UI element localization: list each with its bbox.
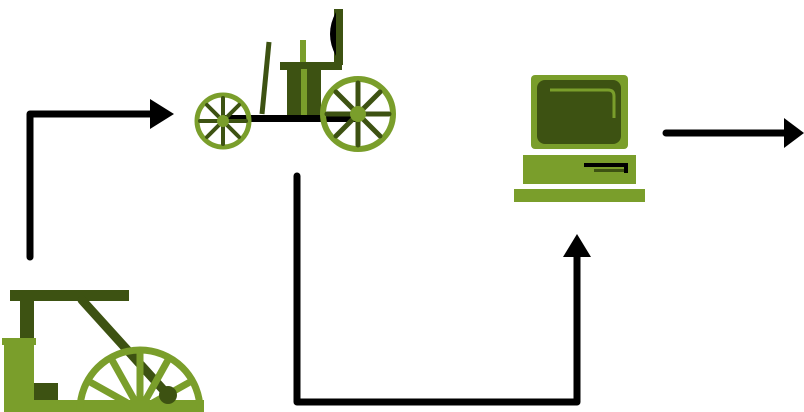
- steam-engine-icon: [2, 290, 204, 412]
- early-motor-car-icon: [197, 9, 393, 149]
- arrow-car-to-computer: [297, 176, 591, 402]
- desktop-computer-icon: [514, 75, 645, 202]
- arrow-engine-to-car: [30, 99, 174, 257]
- car-front-wheel: [197, 95, 249, 147]
- car-rear-wheel: [323, 79, 393, 149]
- arrow-computer-out: [666, 118, 804, 148]
